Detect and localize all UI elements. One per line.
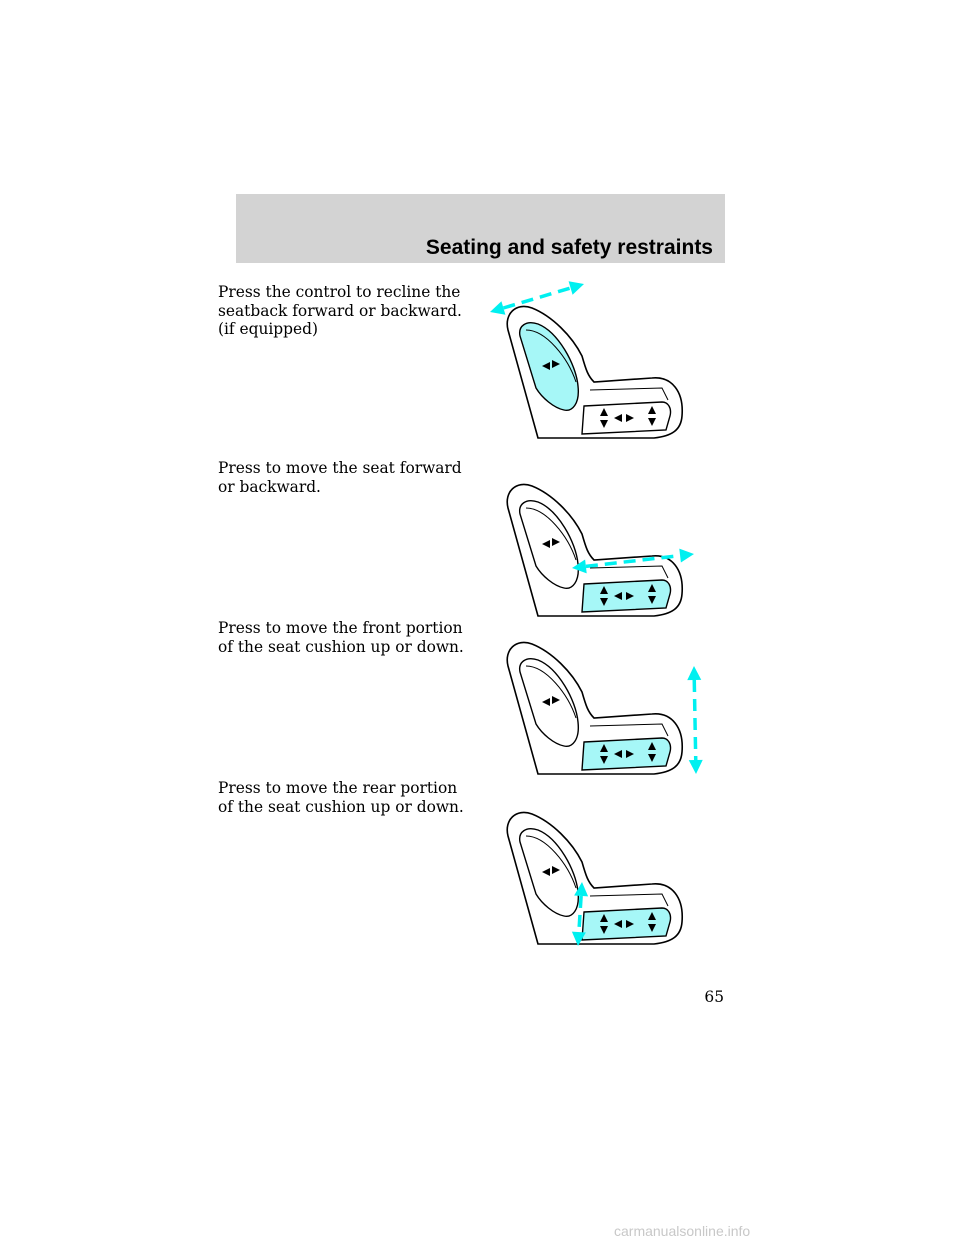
cushion-bevel [589,565,669,579]
fore-aft-right-arrow-icon [626,414,634,422]
front-up-arrow-icon [600,586,608,594]
front-down-arrow-icon [600,420,608,428]
seat-outline [506,641,683,775]
front-down-arrow-icon [600,756,608,764]
fore-aft-right-arrow-icon [626,592,634,600]
recline-left-arrow-icon [542,698,550,706]
rear-down-arrow-icon [648,596,656,604]
recline-instruction: Press the control to recline the seatbac… [218,283,462,339]
recline-right-arrow-icon [552,866,560,874]
watermark: carmanualsonline.info [614,1223,751,1239]
seat-diagram-front-tilt [506,641,703,775]
rear-down-arrow-icon [648,418,656,426]
fore-aft-left-arrow-icon [614,920,622,928]
rear-down-arrow-icon [648,924,656,932]
cushion-bevel [589,893,669,907]
rear-up-arrow-icon [648,742,656,750]
seatback-bevel [525,835,577,889]
recline-right-arrow-icon [552,538,560,546]
fore-aft-instruction: Press to move the seat forward or backwa… [218,459,462,496]
recline-right-arrow-icon [552,696,560,704]
rear-tilt-instruction: Press to move the rear portion of the se… [218,779,464,816]
seat-diagram-fore-aft [506,483,694,617]
front-up-arrow-icon [600,744,608,752]
fore-aft-left-arrow-icon [614,414,622,422]
recline-right-arrow-icon [552,360,560,368]
fore-aft-left-arrow-icon [614,592,622,600]
front-up-arrow-icon [600,408,608,416]
rear-vertical-arrow [571,882,589,946]
rear-down-arrow-icon [648,754,656,762]
rear-up-arrow-icon [648,912,656,920]
fore-aft-right-arrow-icon [626,920,634,928]
recline-left-arrow-icon [542,868,550,876]
recline-left-arrow-icon [542,540,550,548]
page-title: Seating and safety restraints [425,236,713,259]
recline-arrow [490,281,584,315]
front-vertical-arrow [687,666,703,774]
page-number: 65 [704,988,724,1006]
seatback-bevel [525,329,577,383]
front-down-arrow-icon [600,926,608,934]
seatback-bevel [525,507,577,561]
fore-aft-left-arrow-icon [614,750,622,758]
fore-aft-arrow [572,548,694,574]
front-down-arrow-icon [600,598,608,606]
header-band: Seating and safety restraints [236,194,725,263]
seat-outline [506,811,683,945]
recline-left-arrow-icon [542,362,550,370]
rear-up-arrow-icon [648,584,656,592]
cushion-bevel [589,723,669,737]
fore-aft-right-arrow-icon [626,750,634,758]
rear-up-arrow-icon [648,406,656,414]
seat-diagram-recline [490,281,683,439]
seat-outline [506,483,683,617]
seat-outline [506,305,683,439]
seatback-bevel [525,665,577,719]
front-tilt-instruction: Press to move the front portion of the s… [218,619,464,656]
cushion-bevel [589,387,669,401]
seat-diagram-rear-tilt [506,811,683,946]
front-up-arrow-icon [600,914,608,922]
